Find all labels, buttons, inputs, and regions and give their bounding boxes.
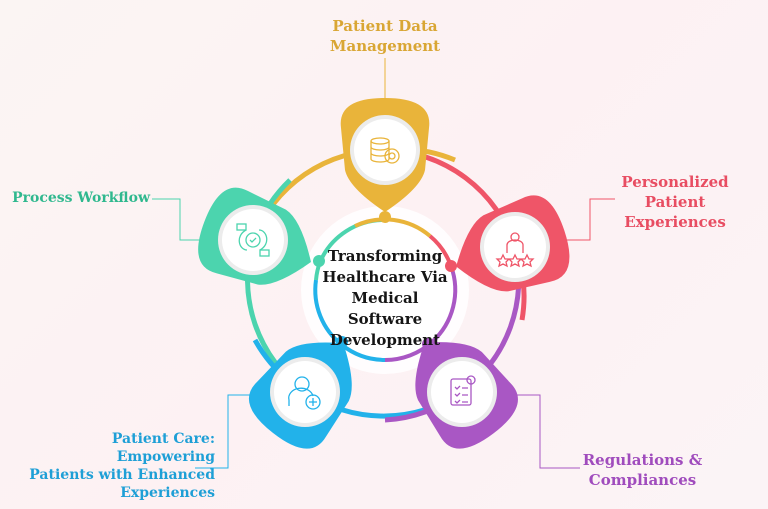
label-line: Patient Care: Empowering	[111, 431, 215, 465]
center-title-line: Development	[329, 331, 441, 349]
label-line: Process Workflow	[12, 190, 150, 206]
node-icon-disc	[274, 361, 336, 423]
label-regulations: Regulations & Compliances	[580, 450, 705, 490]
label-line: Compliances	[588, 471, 697, 489]
node-icon-disc	[222, 209, 284, 271]
leader-line-process-workflow	[152, 198, 203, 241]
label-process-workflow: Process Workflow	[10, 188, 150, 208]
database-gear-icon	[370, 137, 400, 164]
label-line: Experiences	[120, 485, 215, 501]
node-regulations	[415, 342, 518, 449]
node-patient-data	[340, 98, 430, 212]
label-personalized: Personalized Patient Experiences	[615, 172, 735, 232]
node-personalized	[456, 195, 570, 292]
center-disc	[317, 222, 453, 358]
person-rating-stars-icon	[495, 232, 535, 268]
label-patient-data: Patient Data Management	[300, 16, 470, 56]
inner-dot-yellow	[379, 211, 391, 223]
node-patient-care	[248, 342, 352, 449]
node-icon-disc	[484, 216, 546, 278]
label-line: Patient Data	[332, 17, 438, 35]
center-title-line: Healthcare Via	[322, 268, 448, 286]
workflow-gear-icon	[236, 223, 270, 257]
center-title: Transforming Healthcare Via Medical Soft…	[315, 246, 455, 351]
leader-line-patient-care	[195, 394, 258, 469]
node-icon-disc	[431, 361, 493, 423]
label-line: Management	[329, 37, 441, 55]
label-line: Experiences	[624, 213, 726, 231]
label-line: Regulations &	[582, 451, 703, 469]
checklist-document-icon	[450, 375, 476, 406]
center-title-line: Transforming	[327, 247, 443, 265]
inner-dot-red	[445, 260, 457, 272]
leader-line-regulations	[515, 394, 580, 469]
label-line: Patient	[644, 193, 706, 211]
label-patient-care: Patient Care: Empowering Patients with E…	[10, 430, 215, 502]
inner-dot-green	[313, 255, 325, 267]
label-line: Patients with Enhanced	[29, 467, 215, 483]
leader-line-personalized	[566, 198, 615, 241]
user-plus-icon	[288, 376, 321, 410]
center-title-line: Medical Software	[347, 289, 423, 328]
node-process-workflow	[198, 187, 311, 285]
label-line: Personalized	[621, 173, 729, 191]
